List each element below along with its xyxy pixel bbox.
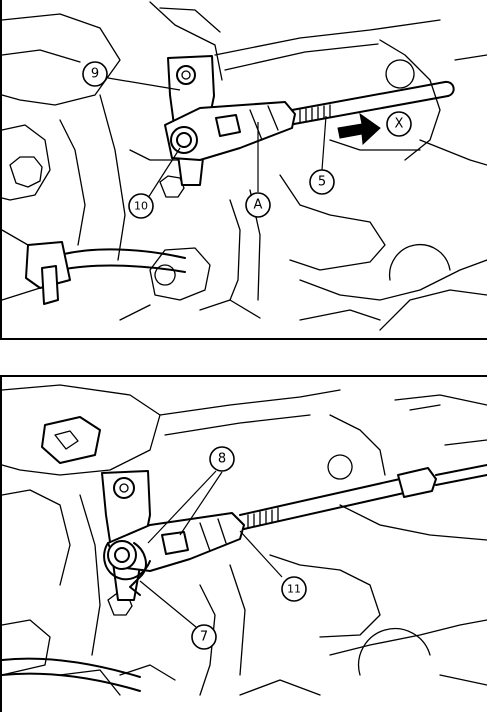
leader-5 (321, 115, 327, 171)
callout-x: X (386, 111, 412, 137)
leader-10 (147, 147, 181, 199)
leader-8a (147, 470, 217, 544)
pin-top (170, 126, 198, 154)
hose-top (1, 229, 186, 305)
callout-7: 7 (191, 624, 217, 650)
leader-7 (139, 580, 197, 628)
shift-cable-top (291, 80, 455, 125)
callout-11: 11 (281, 576, 307, 602)
svg-text:5: 5 (318, 175, 326, 190)
figure-top-drawing: 9 10 A 5 X (0, 0, 487, 340)
cable-end-lever-top (164, 101, 296, 161)
callout-10: 10 (128, 193, 154, 219)
engine-background-bottom (1, 384, 487, 696)
callout-5: 5 (309, 169, 335, 195)
leader-11 (239, 530, 283, 578)
svg-text:9: 9 (91, 67, 99, 82)
callout-8: 8 (209, 446, 235, 472)
figure-top-panel: 9 10 A 5 X (0, 0, 487, 340)
leader-8b (179, 471, 223, 536)
engine-background-top (1, 1, 487, 331)
shift-cable-bottom (239, 464, 487, 530)
callout-a: A (245, 192, 271, 218)
pin-with-clip-bottom (103, 540, 151, 596)
leader-9 (107, 77, 181, 91)
direction-arrow-x (337, 112, 381, 146)
svg-text:10: 10 (134, 200, 148, 213)
svg-text:11: 11 (287, 583, 301, 596)
figure-bottom-panel: 8 11 7 (0, 375, 487, 712)
svg-text:8: 8 (218, 452, 226, 467)
svg-text:X: X (395, 117, 404, 132)
figure-bottom-drawing: 8 11 7 (0, 375, 487, 712)
callout-9: 9 (82, 61, 108, 87)
svg-text:A: A (254, 198, 263, 213)
svg-text:7: 7 (200, 630, 208, 645)
hose-bottom (1, 657, 141, 692)
